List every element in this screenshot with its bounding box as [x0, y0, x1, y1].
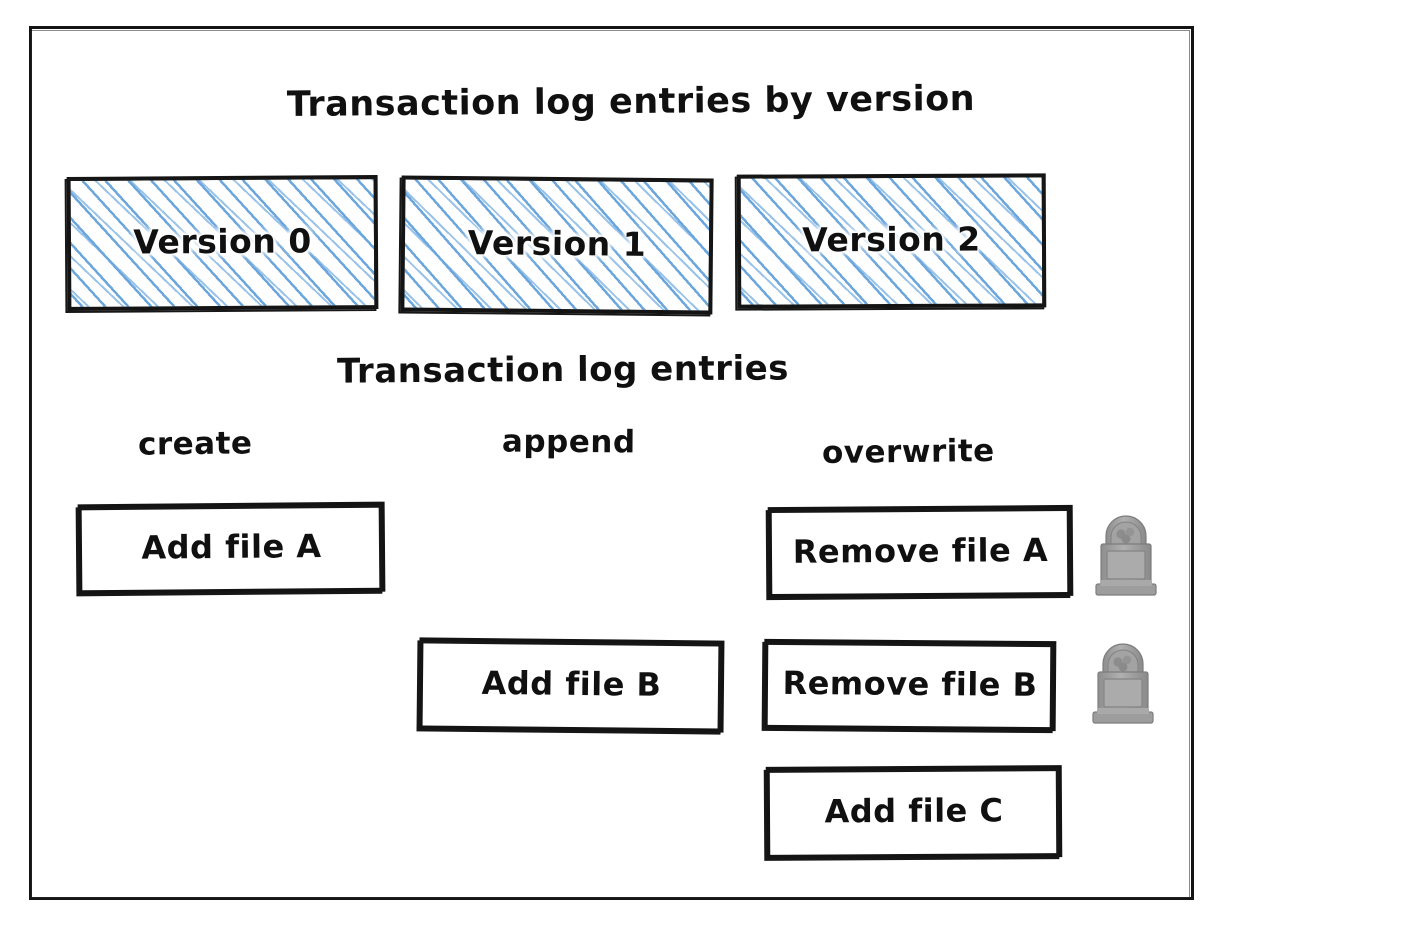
tombstone-icon [1090, 634, 1156, 726]
column-header-append: append [501, 423, 636, 461]
version-box-label: Version 0 [133, 221, 312, 262]
diagram-frame [29, 26, 1194, 900]
entry-box-label: Remove file B [782, 663, 1038, 704]
column-header-overwrite: overwrite [821, 432, 995, 472]
version-box-0[interactable]: Version 0 [66, 175, 379, 311]
version-box-label: Version 2 [802, 219, 981, 260]
version-box-label: Version 1 [467, 223, 647, 264]
tombstone-icon [1093, 506, 1159, 598]
column-header-create: create [137, 425, 253, 463]
entry-box-label: Add file A [141, 527, 322, 567]
entry-box-add-file-c[interactable]: Add file C [765, 765, 1063, 859]
version-box-2[interactable]: Version 2 [736, 173, 1047, 309]
entry-box-add-file-b[interactable]: Add file B [418, 637, 725, 733]
entry-box-add-file-a[interactable]: Add file A [77, 501, 386, 595]
entry-box-label: Add file B [481, 663, 662, 704]
entry-box-label: Add file C [824, 791, 1004, 831]
entry-box-label: Remove file A [792, 530, 1049, 571]
entry-box-remove-file-a[interactable]: Remove file A [767, 504, 1074, 599]
version-box-1[interactable]: Version 1 [400, 175, 714, 315]
entry-box-remove-file-b[interactable]: Remove file B [763, 638, 1057, 732]
